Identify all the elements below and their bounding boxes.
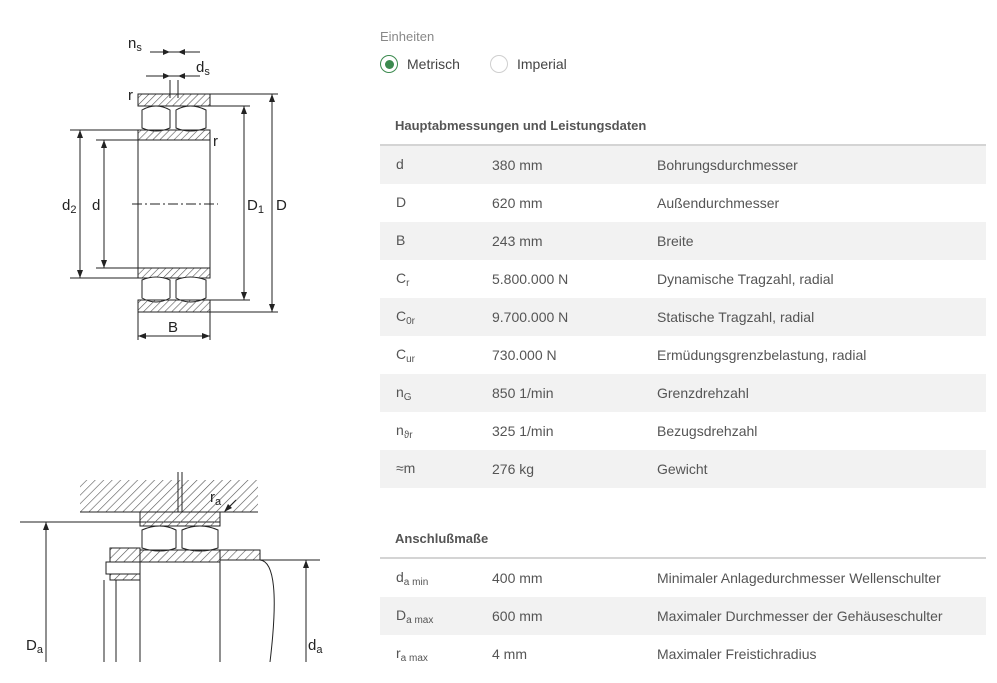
row-symbol: ≈m (396, 459, 416, 476)
row-symbol: d (396, 155, 404, 172)
main-dimensions-table: d 380 mm Bohrungsdurchmesser D 620 mm Au… (380, 146, 986, 488)
row-value: 730.000 N (492, 347, 557, 363)
table-row: ≈m 276 kg Gewicht (380, 450, 986, 488)
row-symbol: D (396, 193, 407, 210)
radio-metric-label[interactable]: Metrisch (407, 56, 460, 72)
label-r-right: r (213, 133, 218, 150)
row-description: Maximaler Durchmesser der Gehäuseschulte… (657, 608, 943, 624)
table-row: ra max 4 mm Maximaler Freistichradius (380, 635, 986, 673)
row-value: 243 mm (492, 233, 543, 249)
table-row: C0r 9.700.000 N Statische Tragzahl, radi… (380, 298, 986, 336)
radio-selected-dot (384, 59, 394, 69)
main-dimensions-title: Hauptabmessungen und Leistungsdaten (395, 118, 647, 133)
label-ns: ns (128, 35, 142, 54)
table-row: B 243 mm Breite (380, 222, 986, 260)
bearing-section-drawing: ns ds r r d2 d D1 D B (50, 30, 310, 350)
row-value: 5.800.000 N (492, 271, 569, 287)
row-value: 400 mm (492, 570, 543, 586)
table-row: Cur 730.000 N Ermüdungsgrenzbelastung, r… (380, 336, 986, 374)
table-row: d 380 mm Bohrungsdurchmesser (380, 146, 986, 184)
table-row: Da max 600 mm Maximaler Durchmesser der … (380, 597, 986, 635)
table-row: nϑr 325 1/min Bezugsdrehzahl (380, 412, 986, 450)
row-symbol: ra max (396, 644, 428, 664)
row-symbol: da min (396, 568, 429, 588)
row-description: Minimaler Anlagedurchmesser Wellenschult… (657, 570, 941, 586)
label-ra: ra (210, 489, 222, 508)
row-value: 380 mm (492, 157, 543, 173)
row-description: Grenzdrehzahl (657, 385, 749, 401)
bearing-section-svg: ns ds r r d2 d D1 D B (62, 35, 287, 340)
mounting-dimensions-table: da min 400 mm Minimaler Anlagedurchmesse… (380, 559, 986, 673)
label-ds: ds (196, 59, 210, 78)
radio-metric[interactable]: Metrisch (380, 55, 460, 73)
row-description: Breite (657, 233, 694, 249)
row-value: 4 mm (492, 646, 527, 662)
row-description: Bohrungsdurchmesser (657, 157, 798, 173)
table-row: da min 400 mm Minimaler Anlagedurchmesse… (380, 559, 986, 597)
radio-imperial-label[interactable]: Imperial (517, 56, 567, 72)
drawings-panel: ns ds r r d2 d D1 D B (0, 0, 370, 683)
label-Da: Da (26, 637, 44, 656)
row-description: Maximaler Freistichradius (657, 646, 817, 662)
row-value: 9.700.000 N (492, 309, 569, 325)
radio-imperial-circle[interactable] (490, 55, 508, 73)
row-description: Bezugsdrehzahl (657, 423, 758, 439)
row-value: 600 mm (492, 608, 543, 624)
row-description: Gewicht (657, 461, 708, 477)
mounting-drawing: ra Da da (20, 470, 340, 670)
row-value: 620 mm (492, 195, 543, 211)
row-symbol: nϑr (396, 421, 413, 441)
row-symbol: Cur (396, 345, 416, 365)
table-row: Cr 5.800.000 N Dynamische Tragzahl, radi… (380, 260, 986, 298)
row-description: Außendurchmesser (657, 195, 780, 211)
row-description: Dynamische Tragzahl, radial (657, 271, 834, 287)
mounting-svg: ra Da da (20, 472, 323, 663)
radio-metric-circle[interactable] (380, 55, 398, 73)
radio-imperial[interactable]: Imperial (490, 55, 567, 73)
label-r-top: r (128, 87, 133, 104)
table-row: nG 850 1/min Grenzdrehzahl (380, 374, 986, 412)
data-panel: Einheiten Metrisch Imperial Hauptabmessu… (380, 0, 986, 683)
row-symbol: Cr (396, 269, 410, 289)
divider (380, 144, 986, 146)
label-D1: D1 (247, 197, 264, 216)
row-value: 850 1/min (492, 385, 554, 401)
table-row: D 620 mm Außendurchmesser (380, 184, 986, 222)
divider (380, 557, 986, 559)
row-symbol: C0r (396, 307, 416, 327)
label-d: d (92, 197, 100, 214)
label-B: B (168, 319, 178, 336)
row-description: Ermüdungsgrenzbelastung, radial (657, 347, 867, 363)
label-da: da (308, 637, 323, 656)
row-symbol: nG (396, 383, 412, 403)
row-value: 325 1/min (492, 423, 554, 439)
label-D: D (276, 197, 287, 214)
row-symbol: B (396, 231, 406, 248)
row-symbol: Da max (396, 606, 434, 626)
row-value: 276 kg (492, 461, 535, 477)
label-d2: d2 (62, 197, 76, 216)
mounting-dimensions-title: Anschlußmaße (395, 531, 489, 546)
row-description: Statische Tragzahl, radial (657, 309, 815, 325)
units-title: Einheiten (380, 29, 435, 44)
